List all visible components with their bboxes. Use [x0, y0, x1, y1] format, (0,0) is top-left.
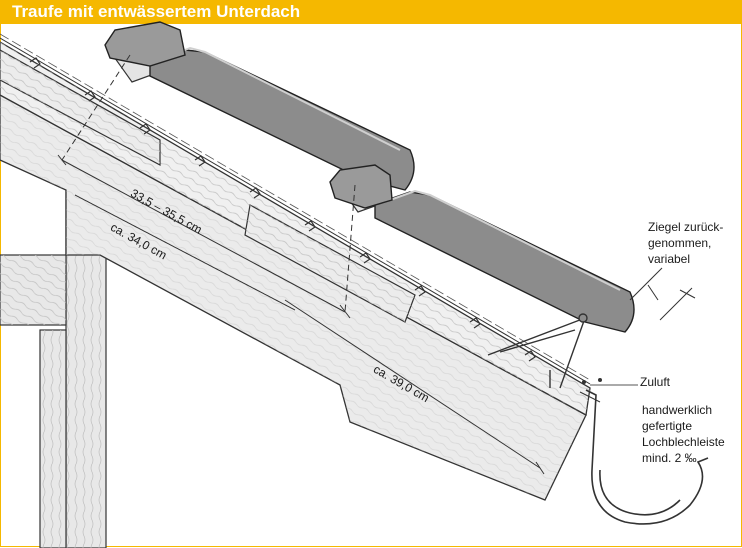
diagram-title: Traufe mit entwässertem Unterdach [12, 2, 301, 21]
label-ziegel-3: variabel [648, 252, 691, 266]
roof-tiles [104, 21, 635, 333]
counter-battens [0, 49, 416, 323]
title-bar: Traufe mit entwässertem Unterdach [0, 0, 742, 24]
air-inlet-dot-2 [598, 378, 602, 382]
label-leiste-3: Lochblechleiste [642, 435, 725, 449]
label-leiste-1: handwerklich [642, 403, 713, 417]
eave-bracket [487, 313, 588, 389]
gutter [579, 389, 709, 525]
label-zuluft: Zuluft [640, 375, 671, 389]
deck-clips [29, 57, 536, 362]
dimension-lines [57, 54, 696, 475]
air-inlet-dot [582, 380, 586, 384]
wall-posts [0, 189, 107, 548]
label-ziegel-2: genommen, [648, 236, 712, 250]
label-ziegel-1: Ziegel zurück- [648, 220, 724, 234]
label-leiste-2: gefertigte [642, 419, 693, 433]
rafter [0, 94, 587, 501]
label-leiste-4: mind. 2 ‰ [642, 451, 697, 465]
